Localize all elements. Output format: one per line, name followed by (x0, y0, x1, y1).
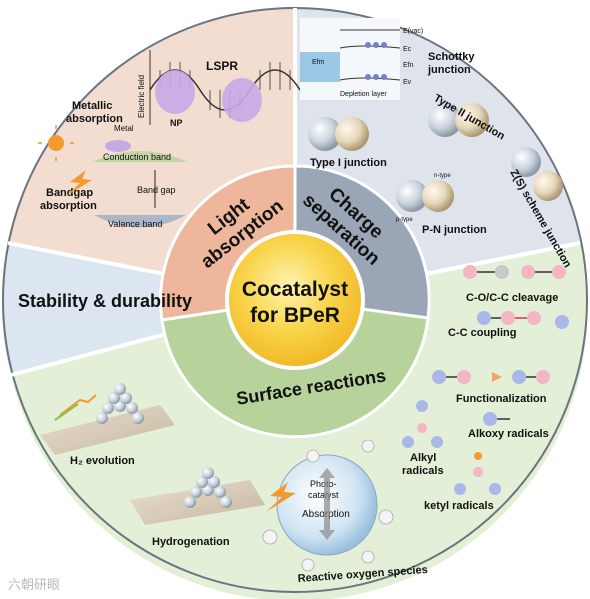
watermark: 六朝研眼 (8, 578, 61, 593)
bandgap-label: Band gap (137, 185, 176, 195)
ptype-label: p-type (396, 217, 413, 223)
type1-sphere-a (308, 117, 342, 151)
center-line1: Cocatalyst (242, 278, 348, 301)
co-cleavage-icon (463, 265, 566, 279)
alkyl-label-2: radicals (402, 465, 444, 477)
sector-stability (1, 243, 295, 375)
type1-sphere-b (335, 117, 369, 151)
alkoxy-icon (483, 412, 510, 426)
center-line2: for BPeR (250, 304, 340, 327)
functionalization-label: Functionalization (456, 393, 547, 405)
h2-evolution-label: H₂ evolution (70, 455, 135, 467)
photocatalyst-label-1: Photo- (310, 479, 337, 489)
ketyl-icon (454, 452, 501, 495)
bandgap-abs-label-2: absorption (40, 200, 97, 212)
schottky-label-1: Schottky (428, 51, 475, 63)
ec-label: Ec (403, 46, 412, 53)
conduction-band-shape (92, 151, 188, 162)
ntype-label: n-type (434, 173, 451, 179)
hydrogenation-label: Hydrogenation (152, 536, 230, 548)
valance-band-label: Valance band (108, 219, 162, 229)
ev-label: Ev (403, 79, 412, 86)
alkoxy-label: Alkoxy radicals (468, 428, 549, 440)
sun-icon (48, 135, 64, 151)
cc-coupling-label: C-C coupling (448, 327, 516, 339)
schottky-label-2: junction (427, 64, 471, 76)
metallic-label-2: absorption (66, 113, 123, 125)
center-circle (225, 230, 365, 370)
pn-sphere-b (422, 180, 454, 212)
photocatalyst-label-2: catalyst (308, 490, 339, 500)
ros-molecules (262, 439, 394, 572)
ros-lightning-icon (266, 482, 296, 512)
ketyl-label: ketyl radicals (424, 500, 494, 512)
cc-coupling-icon (477, 311, 569, 329)
co-cleavage-label: C-O/C-C cleavage (466, 292, 558, 304)
hydrogenation-nanocluster (184, 467, 232, 508)
depletion-label: Depletion layer (340, 91, 387, 98)
metal-label: Metal (114, 124, 134, 133)
pn-sphere-a (396, 180, 428, 212)
efn-label: Efn (403, 62, 414, 69)
efield-label: Electric field (137, 75, 146, 118)
type2-sphere-a (428, 103, 462, 137)
pn-label: P-N junction (422, 224, 487, 236)
alkyl-label-1: Alkyl (410, 452, 436, 464)
evac-label: E(vac) (403, 28, 423, 35)
conduction-band-label: Conduction band (103, 152, 171, 162)
type1-label: Type I junction (310, 157, 387, 169)
zscheme-sphere-a (511, 147, 541, 177)
efm-label: Efm (312, 59, 325, 66)
metallic-label-1: Metallic (72, 100, 112, 112)
alkyl-icon (402, 400, 443, 448)
h2-nanocluster (96, 383, 144, 424)
valance-band-shape (94, 215, 186, 228)
type2-sphere-b (455, 103, 489, 137)
lspr-wave (149, 50, 301, 125)
np-label: NP (170, 118, 183, 128)
zscheme-sphere-b (533, 171, 563, 201)
functionalization-icon (432, 370, 550, 384)
lightning-icon (66, 170, 92, 196)
hydrogenation-slab (130, 480, 265, 525)
lspr-label: LSPR (206, 59, 238, 73)
stability-label: Stability & durability (18, 291, 192, 311)
